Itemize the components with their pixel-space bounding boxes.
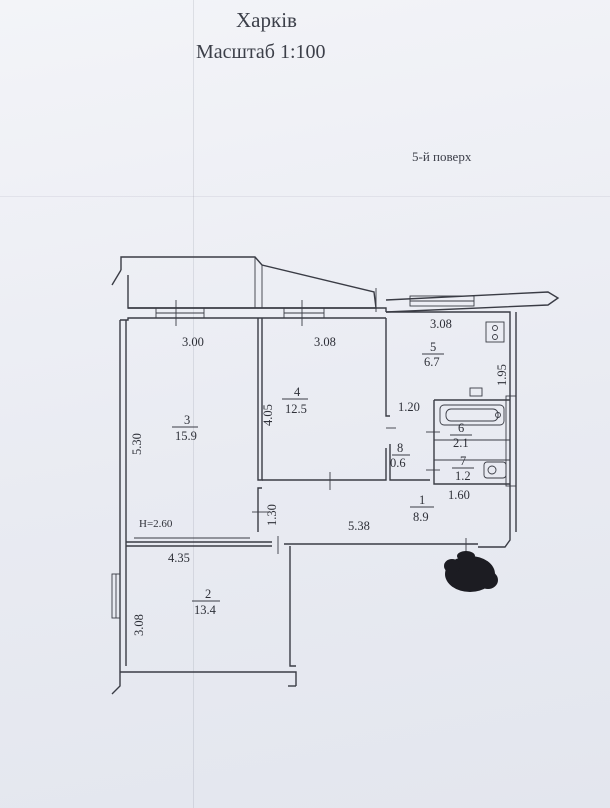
room-8-number: 8 — [397, 441, 403, 455]
plan-labels: 3.00 3.08 3.08 1.95 5.30 4.05 1.20 1.30 … — [130, 317, 509, 636]
dim-wc-width: 1.60 — [448, 488, 470, 502]
city-title: Харків — [236, 8, 297, 32]
dim-kitchen-depth: 1.95 — [495, 364, 509, 386]
dim-bath-width: 1.20 — [398, 400, 420, 414]
exterior-walls — [111, 291, 560, 695]
room-6-area: 2.1 — [453, 436, 469, 450]
bath-fixture — [439, 387, 505, 426]
dim-room3-length: 5.30 — [130, 433, 144, 455]
dim-room2-width: 4.35 — [168, 551, 190, 565]
dim-corridor-length: 5.38 — [348, 519, 370, 533]
ceiling-height-label: H=2.60 — [139, 518, 173, 530]
room-3-area: 15.9 — [175, 429, 197, 443]
dim-room3-width: 3.00 — [182, 335, 204, 349]
room-5-area: 6.7 — [424, 355, 440, 369]
balcony-outline — [111, 256, 377, 309]
room-7-area: 1.2 — [455, 469, 471, 483]
scale-label: Масштаб 1:100 — [196, 41, 326, 63]
room-4-area: 12.5 — [285, 402, 307, 416]
room-1-number: 1 — [419, 493, 425, 507]
room-8-area: 0.6 — [390, 456, 406, 470]
window-marks — [111, 295, 475, 619]
interior-walls — [126, 318, 510, 667]
room-1-area: 8.9 — [413, 510, 429, 524]
room-2-area: 13.4 — [194, 603, 217, 617]
ventilation-shaft — [505, 395, 517, 487]
floor-label: 5-й поверх — [412, 149, 472, 164]
room-3-number: 3 — [184, 413, 190, 427]
dim-room2-depth: 3.08 — [132, 614, 146, 636]
door-marks — [252, 288, 467, 552]
room-6-number: 6 — [458, 421, 464, 435]
dim-room4-width: 3.08 — [314, 335, 336, 349]
toilet-fixture — [483, 461, 507, 479]
room-5-number: 5 — [430, 340, 436, 354]
kitchen-stove — [485, 321, 505, 343]
dim-room4-length: 4.05 — [261, 404, 275, 426]
paper-fold-line — [193, 0, 194, 808]
room-2-number: 2 — [205, 587, 211, 601]
ink-stamp-blot — [444, 551, 498, 592]
room-7-number: 7 — [460, 454, 466, 468]
room-4-number: 4 — [294, 385, 301, 399]
paper-fold-line — [0, 196, 610, 197]
dim-kitchen-width: 3.08 — [430, 317, 452, 331]
dim-corridor-depth: 1.30 — [265, 504, 279, 526]
